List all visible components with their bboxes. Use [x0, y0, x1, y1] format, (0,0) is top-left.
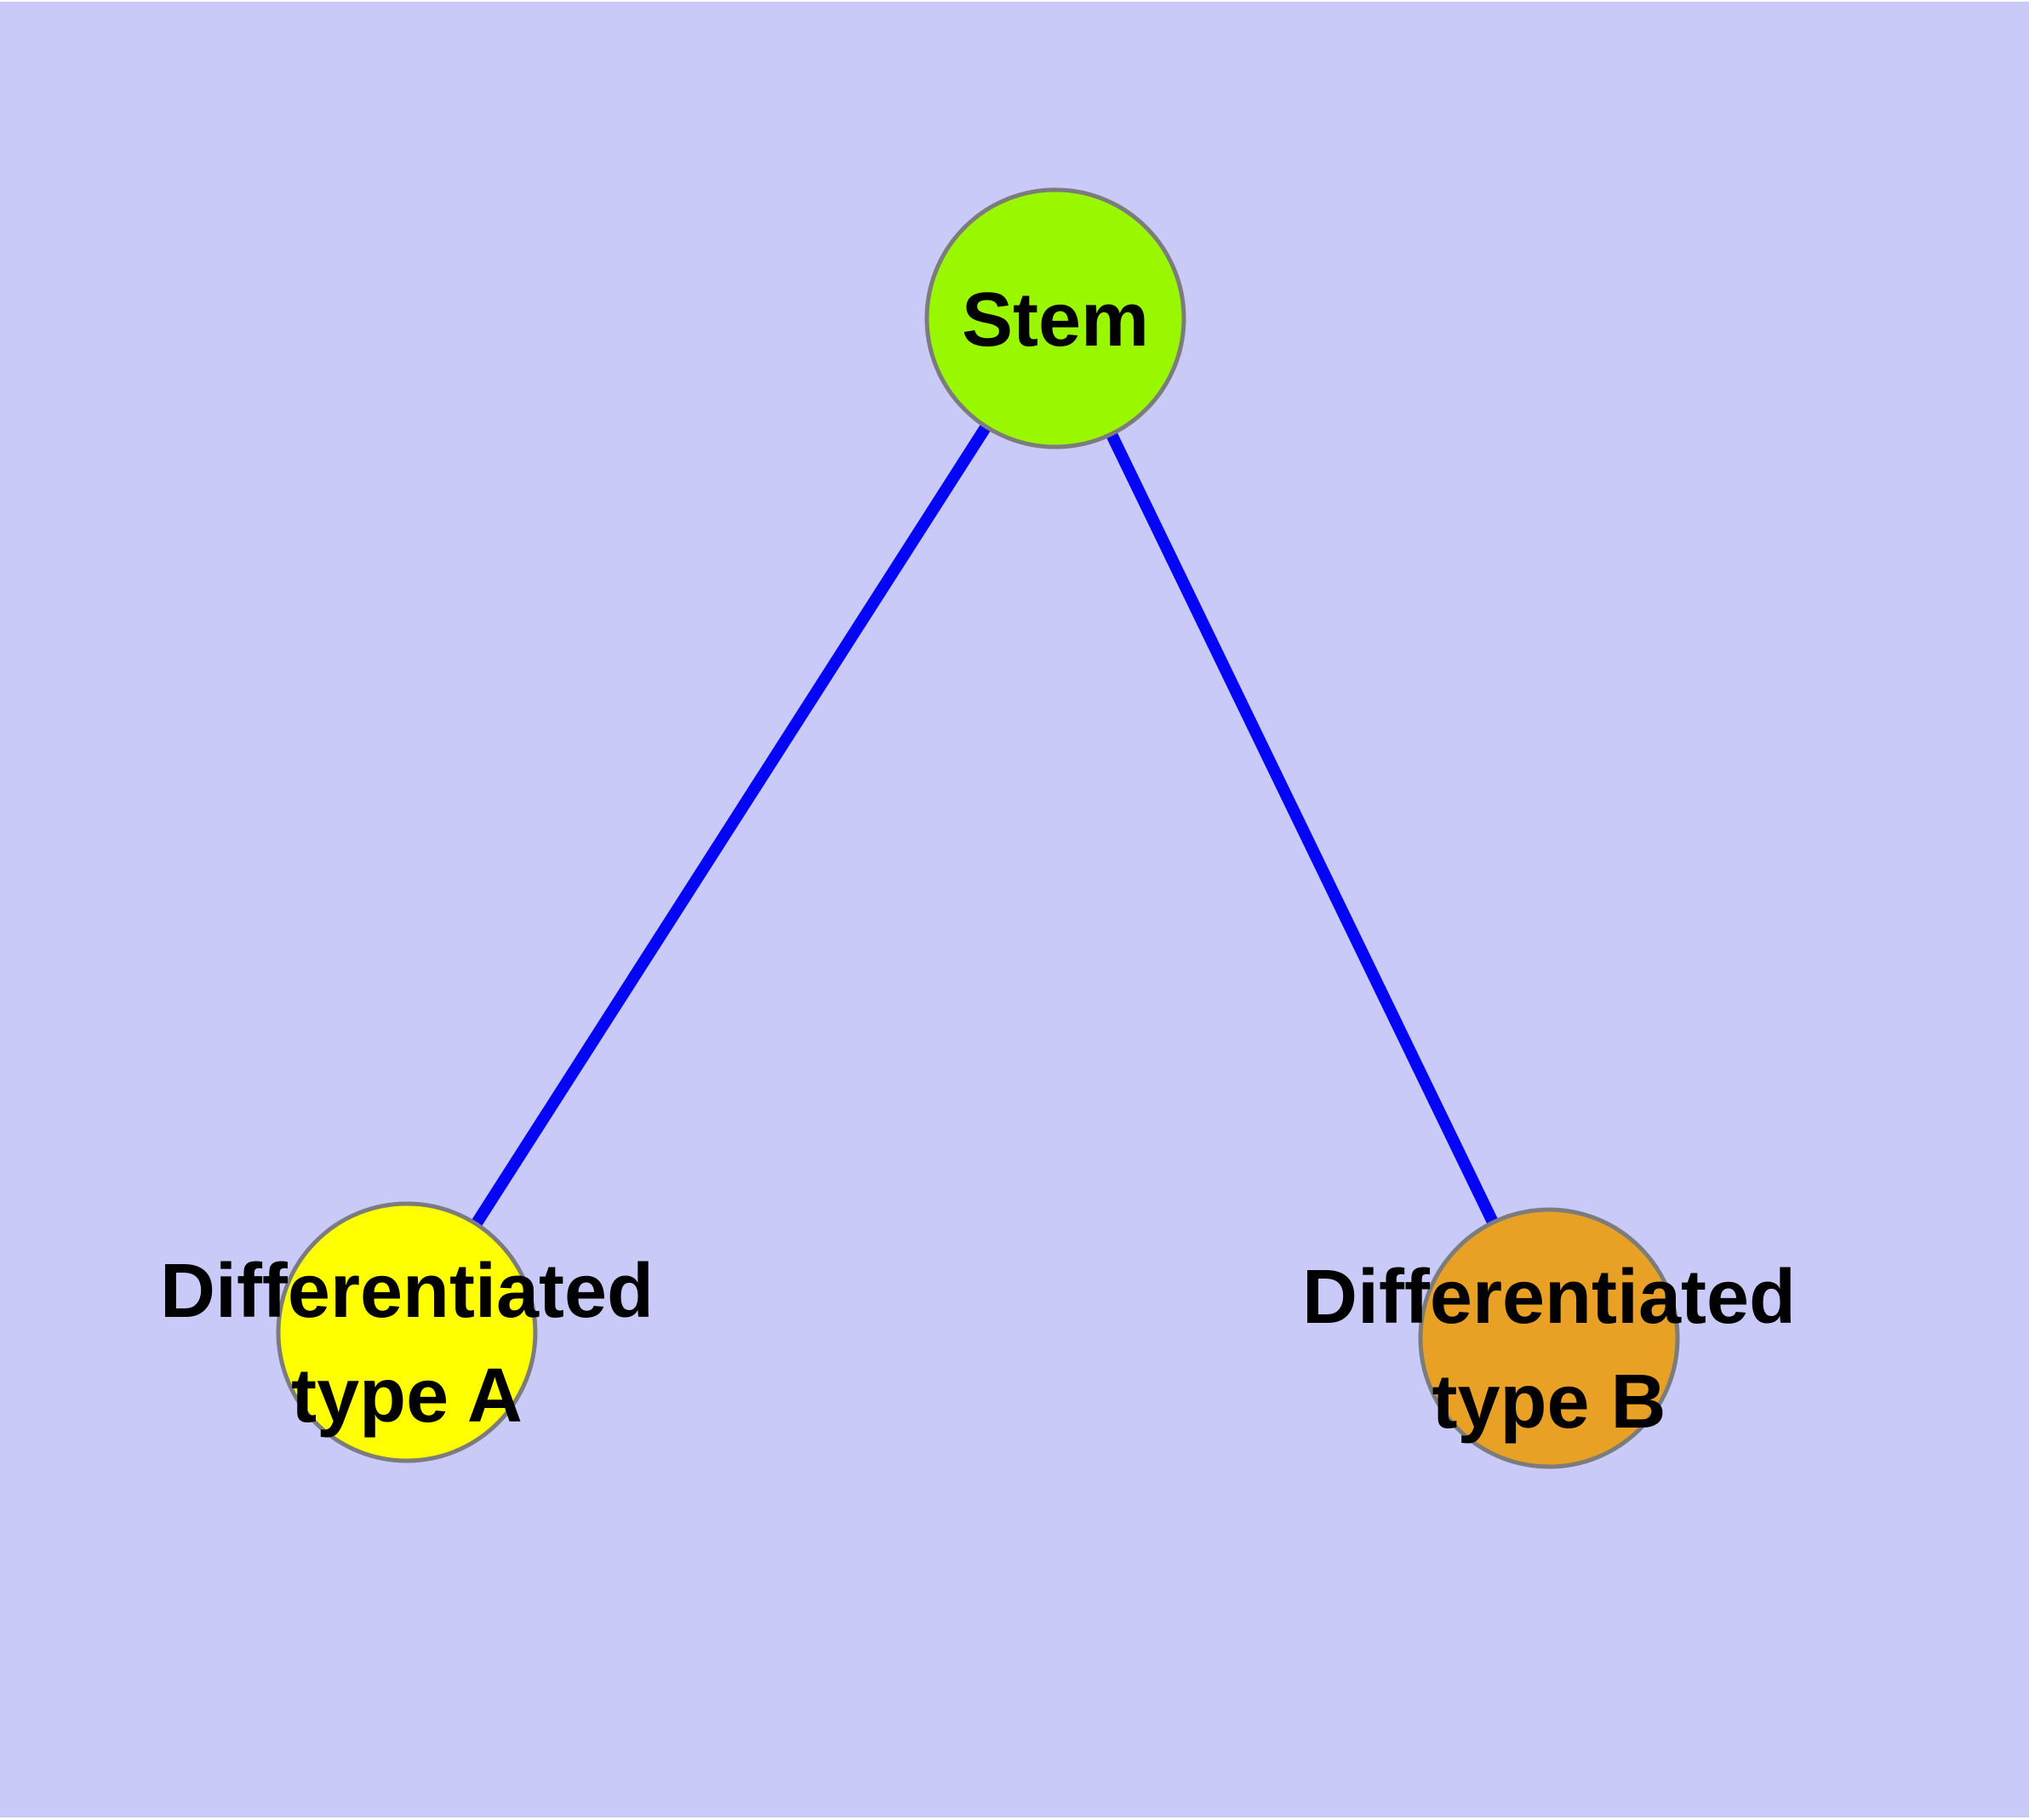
node-type-a-label-line1: Differentiated	[160, 1249, 654, 1334]
node-type-a-label-line2: type A	[291, 1354, 523, 1439]
node-stem	[924, 187, 1186, 449]
node-type-b-label-line2: type B	[1432, 1359, 1666, 1445]
node-differentiated-type-b	[1418, 1207, 1680, 1469]
node-type-b-label-line1: Differentiated	[1302, 1255, 1796, 1340]
node-stem-label: Stem	[962, 278, 1149, 363]
node-differentiated-type-a	[276, 1201, 538, 1463]
edge-stem-to-type-a	[402, 315, 1060, 1336]
edge-stem-to-type-b	[1049, 315, 1555, 1342]
